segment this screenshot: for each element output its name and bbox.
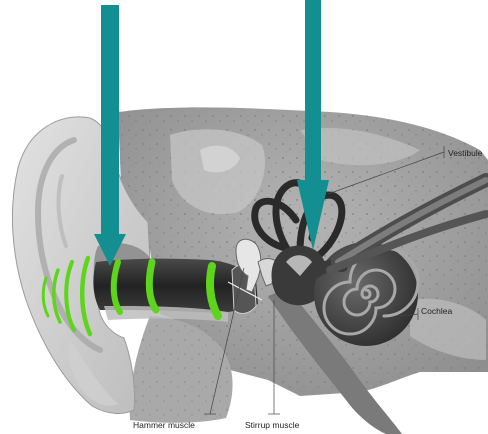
- label-vestibule: Vestibule: [448, 148, 483, 158]
- label-cochlea: Cochlea: [421, 306, 452, 316]
- label-stirrup-muscle: Stirrup muscle: [245, 420, 300, 430]
- label-hammer-muscle: Hammer muscle: [133, 420, 195, 430]
